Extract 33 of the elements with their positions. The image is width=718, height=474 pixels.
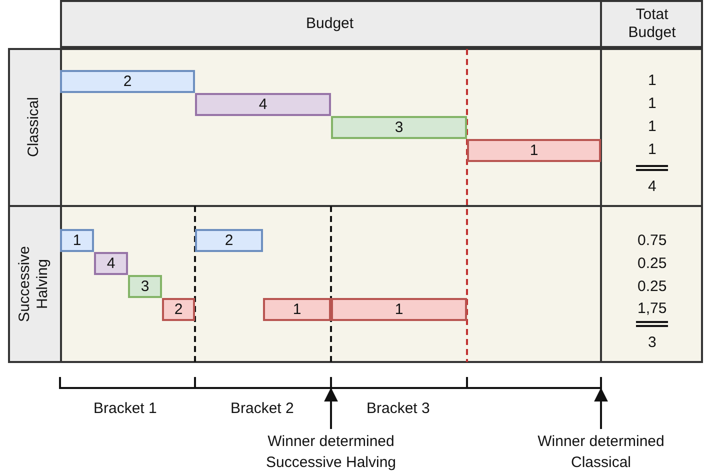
budget-bar: 2 [195, 229, 263, 252]
budget-bar: 1 [60, 229, 94, 252]
total-value: 1,75 [638, 300, 667, 318]
row-header-text: Successive Halving [16, 245, 52, 324]
budget-bar: 2 [60, 70, 195, 93]
budget-bar: 3 [331, 116, 467, 139]
budget-bar: 1 [263, 298, 331, 321]
budget-bar: 1 [467, 139, 601, 162]
annotation-text: Winner determined Classical [521, 431, 681, 473]
header-text: Budget [306, 15, 354, 33]
row-header-text: Classical [25, 97, 43, 157]
total-value: 1 [648, 95, 656, 113]
budget-bar: 2 [162, 298, 195, 321]
total-value: 1 [648, 118, 656, 136]
total-value: 1 [648, 141, 656, 159]
total-value: 1 [648, 72, 656, 90]
total-sum: 4 [648, 178, 656, 196]
total-value: 0.75 [638, 232, 667, 250]
total-value: 0.25 [638, 255, 667, 273]
bracket-label: Bracket 1 [94, 400, 157, 418]
bracket-axis [59, 376, 602, 389]
arrow [324, 388, 338, 429]
annotation-text: Winner determined Successive Halving [241, 431, 421, 473]
budget-bar: 4 [195, 93, 331, 116]
budget-bar: 1 [331, 298, 467, 321]
bracket-label: Bracket 2 [230, 400, 294, 418]
header-text: Totat Budget [627, 6, 677, 42]
total-sum: 3 [648, 334, 656, 352]
bracket-label: Bracket 3 [366, 400, 430, 418]
budget-bar: 4 [94, 252, 128, 275]
budget-bar: 3 [128, 275, 162, 298]
total-value: 0.25 [638, 278, 667, 296]
arrow [594, 388, 608, 429]
